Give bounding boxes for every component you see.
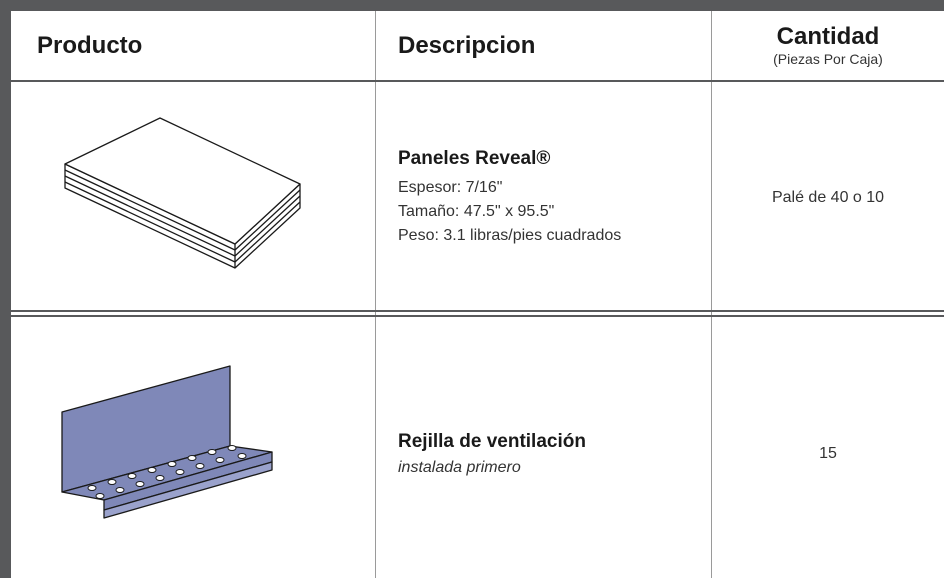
panel-stack-icon (64, 117, 301, 269)
vent-strip-icon (61, 365, 273, 519)
frame-left-border (0, 0, 11, 578)
header-rule (11, 80, 944, 82)
row-2-quantity: 15 (712, 330, 944, 578)
column-divider-1 (375, 11, 376, 578)
row-1-spec-weight: Peso: 3.1 libras/pies cuadrados (398, 226, 622, 244)
header-quantity-label: Cantidad (776, 22, 880, 50)
row-2-quantity-value: 15 (819, 445, 837, 462)
row-1-spec-thickness: Espesor: 7/16" (398, 178, 503, 196)
row-2-product-name: Rejilla de ventilación (398, 431, 586, 452)
header-description: Descripcion (398, 11, 698, 80)
header-product: Producto (37, 11, 357, 80)
row-1-description: Paneles Reveal® Espesor: 7/16" Tamaño: 4… (398, 90, 698, 305)
frame-top-border (0, 0, 944, 11)
header-quantity-sublabel: (Piezas Por Caja) (773, 50, 883, 67)
row-divider (11, 310, 944, 317)
row-2-description: Rejilla de ventilación instalada primero (398, 330, 698, 578)
header-product-label: Producto (37, 31, 143, 59)
row-1-quantity: Palé de 40 o 10 (712, 90, 944, 305)
row-1-product-name: Paneles Reveal® (398, 147, 551, 169)
column-divider-2 (711, 11, 712, 578)
header-description-label: Descripcion (398, 31, 536, 59)
header-quantity: Cantidad (Piezas Por Caja) (712, 11, 944, 80)
row-2-note: instalada primero (398, 459, 521, 476)
row-1-quantity-value: Palé de 40 o 10 (771, 188, 885, 206)
row-1-spec-size: Tamaño: 47.5" x 95.5" (398, 202, 555, 220)
